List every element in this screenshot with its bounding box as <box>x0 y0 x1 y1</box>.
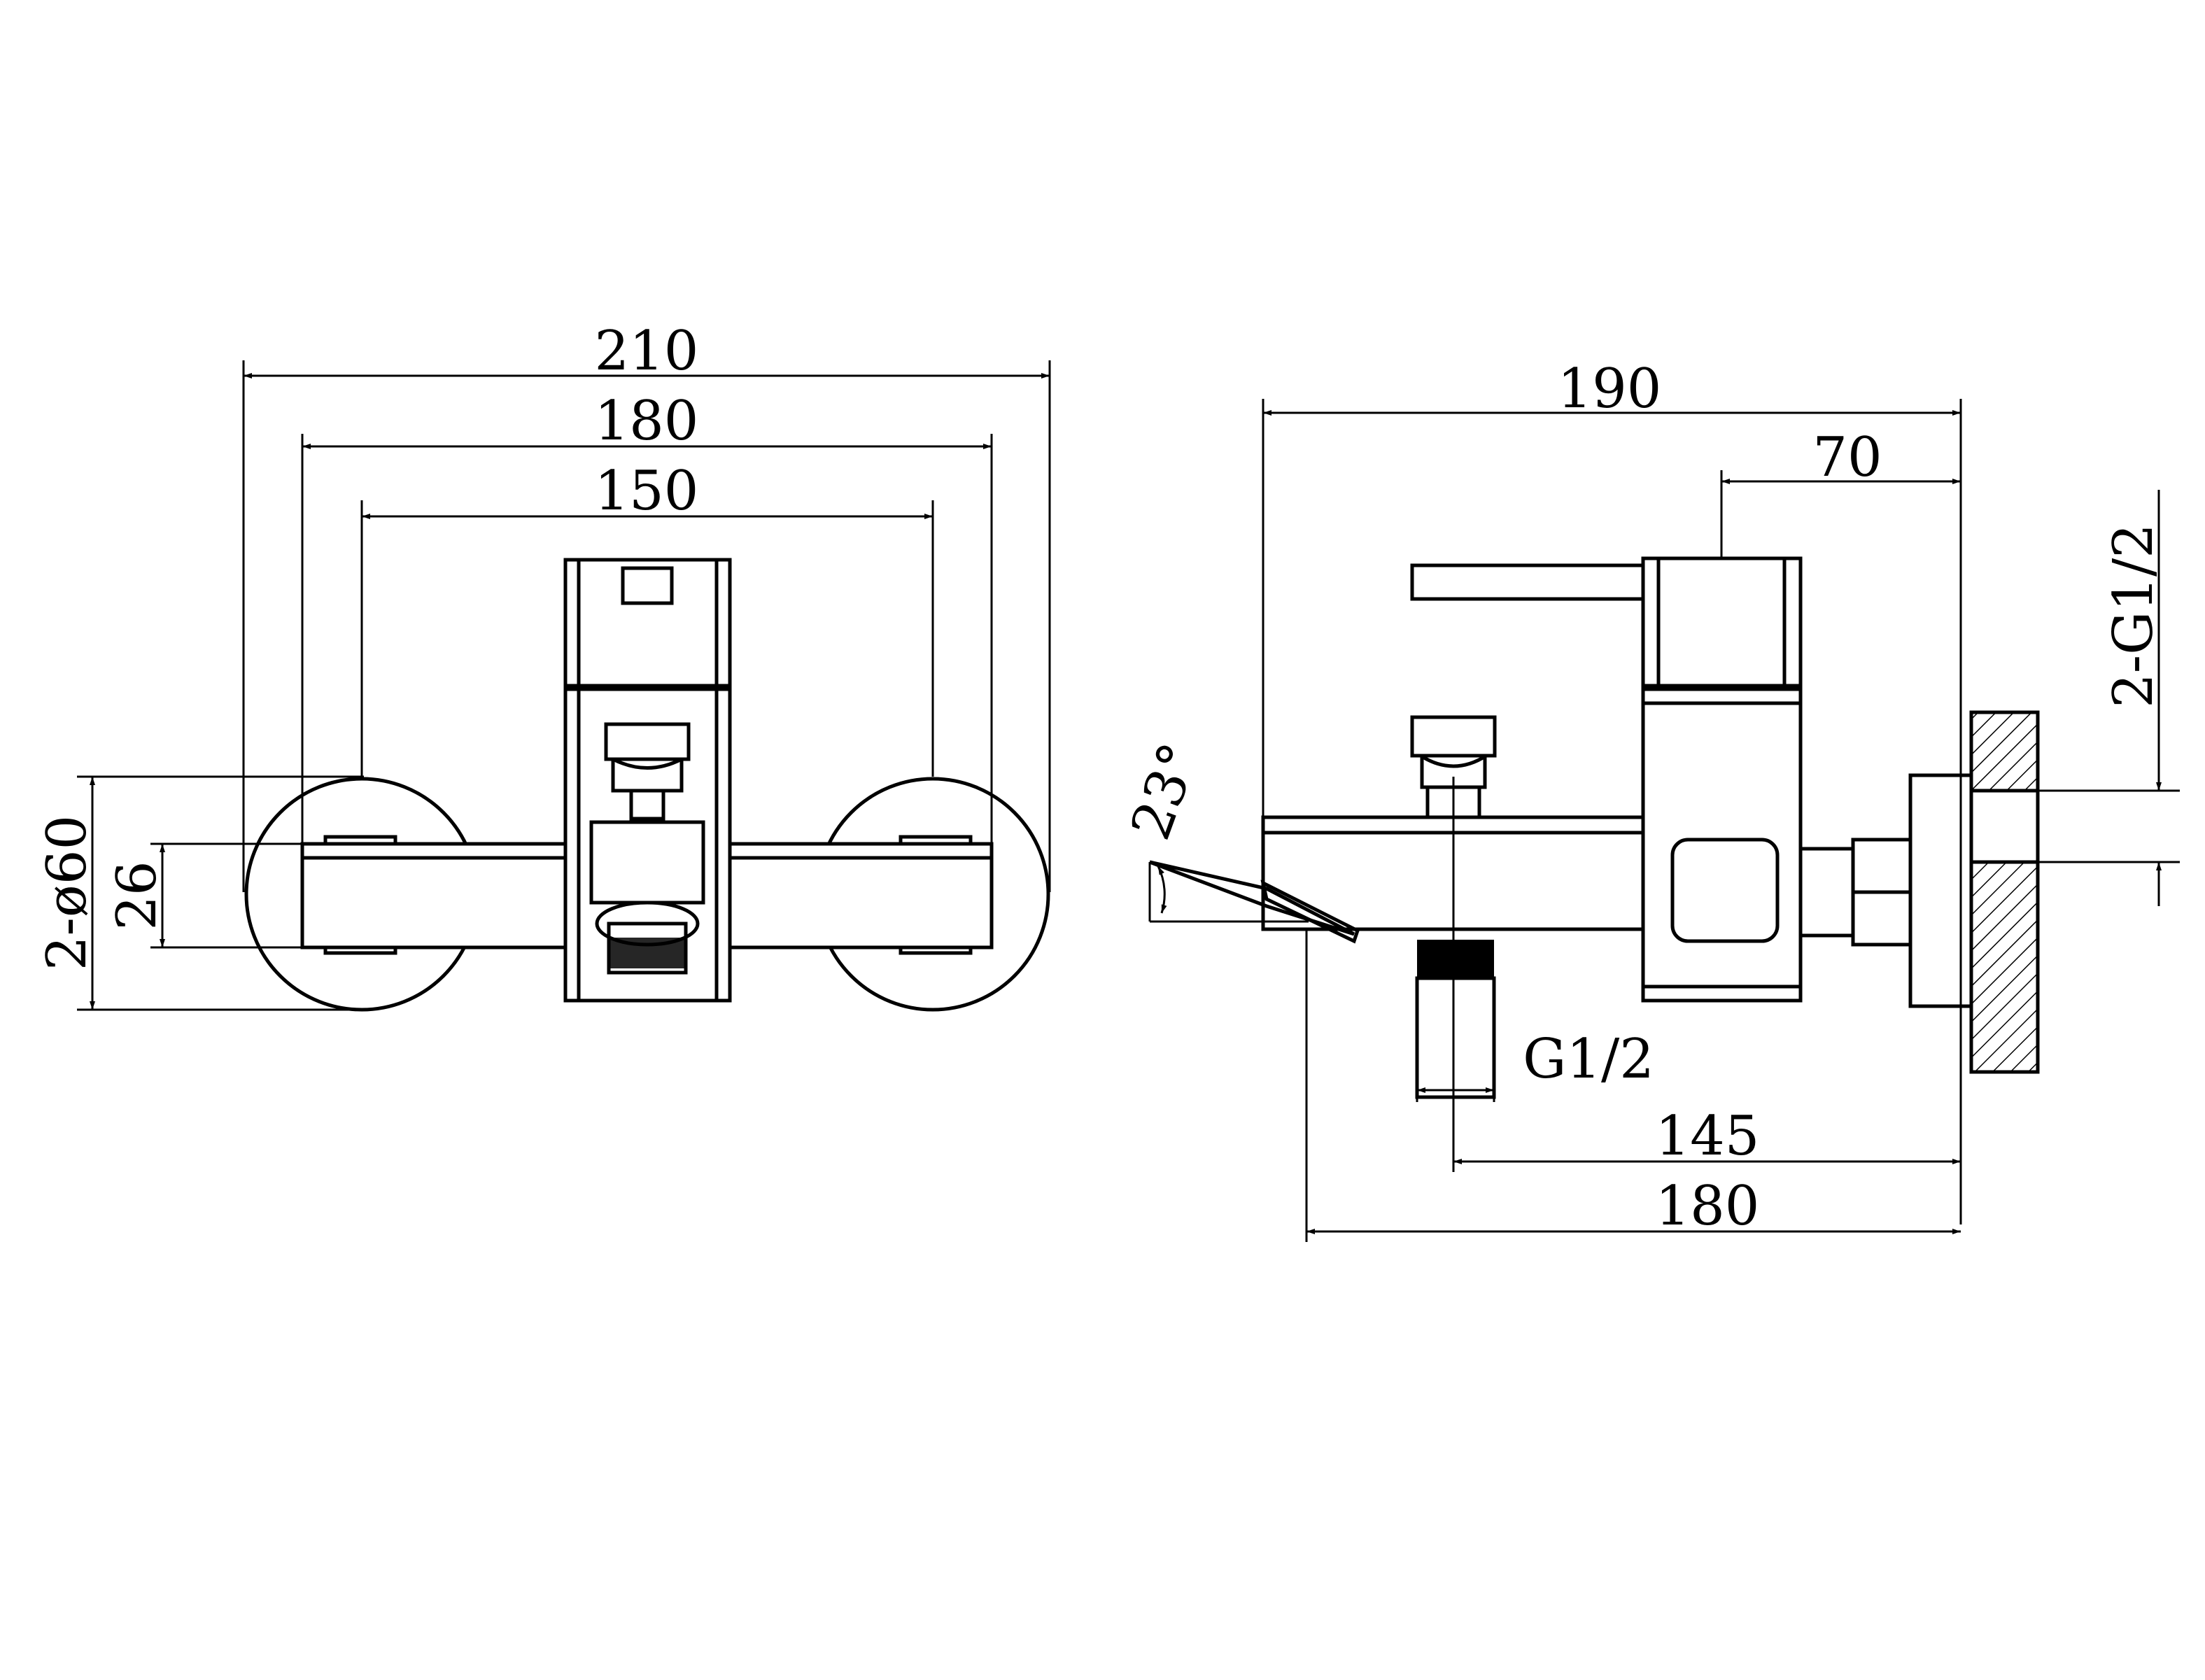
mixer-cartridge <box>1670 838 1780 943</box>
dim-spout-angle: 23° <box>1120 735 1212 848</box>
dim-center-distance: 150 <box>595 460 699 523</box>
dim-overall-width: 210 <box>595 320 699 383</box>
diverter-knob <box>589 722 705 905</box>
dim-flange-diameter: 2-ø60 <box>36 815 99 970</box>
dim-handle-offset: 70 <box>1812 426 1882 489</box>
spout <box>1149 860 1355 936</box>
wall-section-bottom <box>1969 860 2040 1074</box>
wall-inlet-pipe <box>1969 789 2040 864</box>
front-view: 210 180 150 2-ø60 26 <box>36 320 1051 1012</box>
dim-body-height: 26 <box>106 861 169 930</box>
dim-outer-width: 180 <box>595 390 699 453</box>
side-body <box>1261 815 1652 931</box>
side-lever-cap <box>1641 556 1803 688</box>
lever-handle <box>1410 563 1645 601</box>
side-outlet <box>1415 940 1496 1099</box>
dim-overall-length: 190 <box>1558 358 1662 421</box>
wall-section-top <box>1969 710 2040 793</box>
lever-cap <box>563 558 732 688</box>
side-view: 190 70 2-G1/2 23° G1/2 145 180 <box>1120 358 2180 1242</box>
side-flange <box>1908 773 1973 1008</box>
dim-inlet-thread: 2-G1/2 <box>2102 523 2165 708</box>
dim-projection: 180 <box>1656 1175 1760 1238</box>
dim-outlet-thread: G1/2 <box>1523 1028 1654 1091</box>
aerator-outlet <box>595 901 700 975</box>
lever-slot <box>621 566 674 605</box>
dim-outlet-offset: 145 <box>1656 1105 1760 1168</box>
